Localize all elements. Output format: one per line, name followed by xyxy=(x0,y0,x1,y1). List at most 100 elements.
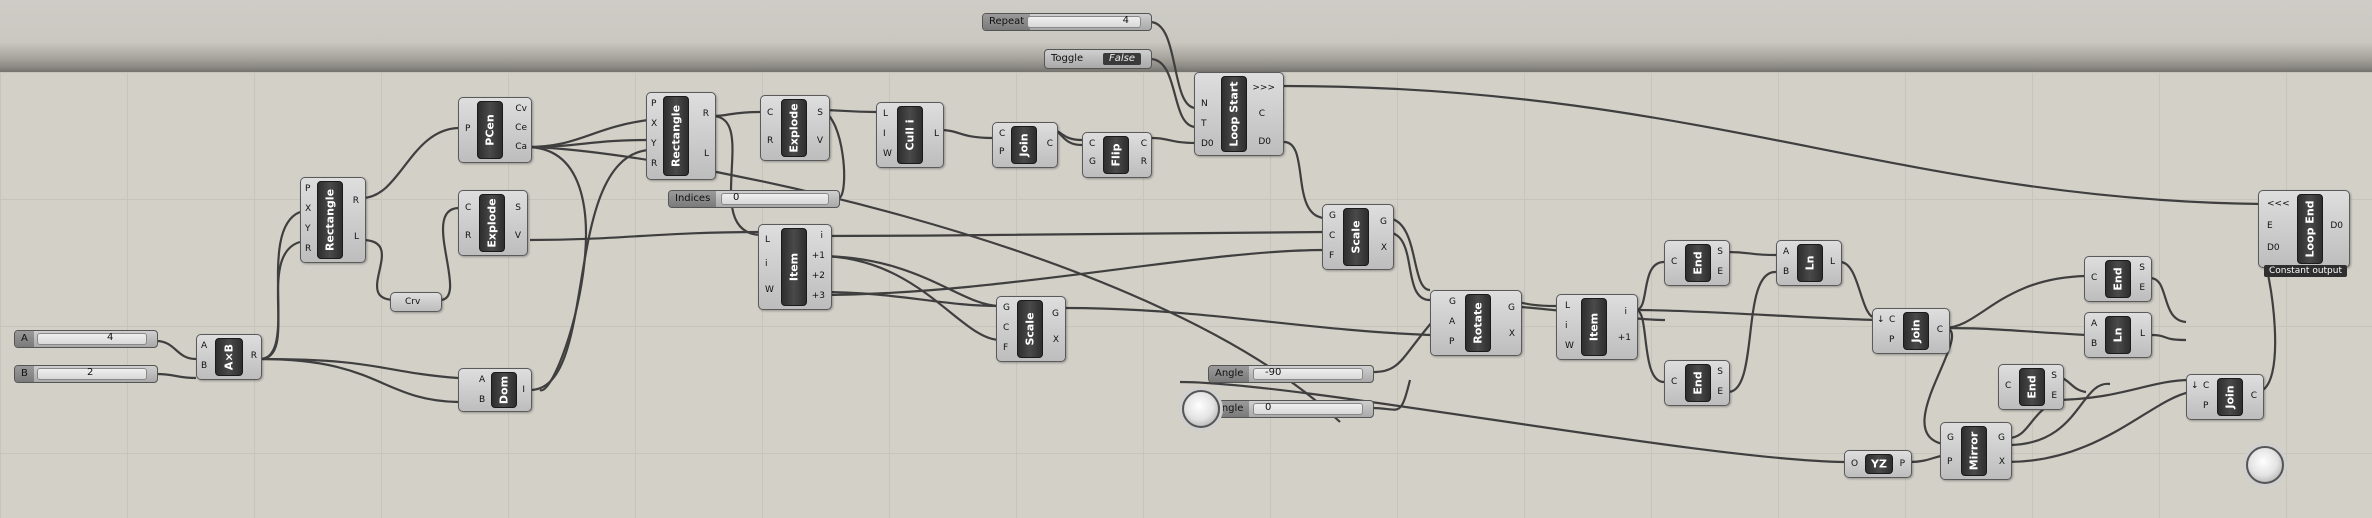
b-slider[interactable]: B 2 xyxy=(14,365,158,383)
input-pin[interactable]: C xyxy=(2203,381,2210,391)
join-curves-component[interactable]: ↓ C P Join C xyxy=(2186,374,2264,420)
output-pin[interactable]: C xyxy=(1140,139,1147,149)
angle-slider-1[interactable]: Angle -90 xyxy=(1208,365,1374,383)
end-points-component[interactable]: C End S E xyxy=(1664,240,1730,286)
input-pin[interactable]: A xyxy=(201,341,208,351)
output-pin[interactable]: V xyxy=(514,231,521,241)
a-slider[interactable]: A 4 xyxy=(14,330,158,348)
output-pin[interactable]: R xyxy=(1140,157,1147,167)
input-pin[interactable]: W xyxy=(1565,341,1574,351)
input-pin[interactable]: P xyxy=(1449,337,1455,347)
input-pin[interactable]: C xyxy=(1671,377,1678,387)
output-pin[interactable]: S xyxy=(1717,367,1723,377)
input-pin[interactable]: X xyxy=(651,119,658,129)
output-pin[interactable]: L xyxy=(1829,257,1835,267)
mirror-component[interactable]: G P Mirror G X xyxy=(1940,422,2012,480)
output-pin[interactable]: D0 xyxy=(1258,137,1271,147)
input-pin[interactable]: F xyxy=(1003,343,1009,353)
input-pin[interactable]: C xyxy=(1003,323,1010,333)
loop-start-component[interactable]: N T D0 Loop Start >>> C D0 xyxy=(1194,72,1284,156)
end-points-component[interactable]: C End S E xyxy=(1998,364,2064,410)
input-pin[interactable]: P xyxy=(999,147,1005,157)
input-pin[interactable]: P xyxy=(1889,335,1895,345)
rectangle-component[interactable]: P X Y R Rectangle R L xyxy=(300,177,366,263)
output-pin[interactable]: S xyxy=(817,108,823,118)
output-pin[interactable]: S xyxy=(515,203,521,213)
input-pin[interactable]: A xyxy=(1783,247,1790,257)
output-pin[interactable]: E xyxy=(2139,283,2145,293)
input-pin[interactable]: P xyxy=(2203,401,2209,411)
output-pin[interactable]: E xyxy=(1717,387,1723,397)
input-pin[interactable]: P xyxy=(465,124,471,134)
rotation-dial-icon[interactable] xyxy=(2246,446,2284,484)
input-pin[interactable]: B xyxy=(479,395,486,405)
output-pin[interactable]: S xyxy=(1717,247,1723,257)
explode-component[interactable]: C R Explode S V xyxy=(760,95,830,161)
input-pin[interactable]: C xyxy=(767,108,774,118)
output-pin[interactable]: R xyxy=(352,196,359,206)
input-pin[interactable]: G xyxy=(1947,433,1954,443)
input-pin[interactable]: i xyxy=(1565,321,1568,331)
line-component[interactable]: A B Ln L xyxy=(2084,312,2152,358)
input-pin[interactable]: R xyxy=(465,231,472,241)
output-pin[interactable]: G xyxy=(1998,433,2005,443)
output-pin[interactable]: C xyxy=(1258,109,1265,119)
input-pin[interactable]: B xyxy=(1783,267,1790,277)
input-pin[interactable]: C xyxy=(1089,139,1096,149)
input-pin[interactable]: A xyxy=(1449,317,1456,327)
input-pin[interactable]: C xyxy=(465,203,472,213)
input-pin[interactable]: L xyxy=(1565,301,1571,311)
output-pin[interactable]: L xyxy=(353,232,359,242)
output-pin[interactable]: S xyxy=(2051,371,2057,381)
flip-component[interactable]: C G Flip C R xyxy=(1082,132,1152,178)
list-item-component[interactable]: L i W Item i +1 +2 +3 xyxy=(758,224,832,310)
output-pin[interactable]: +1 xyxy=(811,251,825,261)
output-pin[interactable]: >>> xyxy=(1252,83,1275,93)
input-pin[interactable]: L xyxy=(765,235,771,245)
loop-end-component[interactable]: <<< E D0 Loop End D0 xyxy=(2258,190,2350,268)
input-pin[interactable]: i xyxy=(765,259,768,269)
output-pin[interactable]: Cv xyxy=(515,104,527,114)
end-points-component[interactable]: C End S E xyxy=(2084,256,2152,302)
slider-track[interactable] xyxy=(1253,403,1363,415)
output-pin[interactable]: L xyxy=(703,149,709,159)
input-pin[interactable]: N xyxy=(1201,99,1208,109)
output-pin[interactable]: P xyxy=(1899,459,1905,469)
rotate-component[interactable]: G A P Rotate G X xyxy=(1430,290,1522,356)
input-pin[interactable]: W xyxy=(765,285,774,295)
output-pin[interactable]: C xyxy=(1046,139,1053,149)
input-pin[interactable]: E xyxy=(2267,221,2273,231)
output-pin[interactable]: X xyxy=(1998,457,2005,467)
output-pin[interactable]: G xyxy=(1380,217,1387,227)
slider-track[interactable] xyxy=(1027,16,1141,28)
input-pin[interactable]: P xyxy=(1947,457,1953,467)
line-component[interactable]: A B Ln L xyxy=(1776,240,1842,286)
output-pin[interactable]: C xyxy=(1936,325,1943,335)
output-pin[interactable]: X xyxy=(1380,243,1387,253)
output-pin[interactable]: Ce xyxy=(515,123,527,133)
rectangle-component[interactable]: P X Y R Rectangle R L xyxy=(646,92,716,180)
input-pin[interactable]: P xyxy=(651,99,657,109)
slider-track[interactable] xyxy=(721,193,829,205)
input-pin[interactable]: A xyxy=(479,375,486,385)
output-pin[interactable]: R xyxy=(702,109,709,119)
output-pin[interactable]: E xyxy=(2051,391,2057,401)
input-pin[interactable]: D0 xyxy=(1201,139,1214,149)
output-pin[interactable]: Ca xyxy=(515,142,527,152)
input-pin[interactable]: T xyxy=(1201,119,1207,129)
input-pin[interactable]: C xyxy=(1889,315,1896,325)
input-pin[interactable]: R xyxy=(651,159,658,169)
input-pin[interactable]: Y xyxy=(305,224,311,234)
pcen-component[interactable]: P PCen Cv Ce Ca xyxy=(458,97,532,163)
input-pin[interactable]: F xyxy=(1329,251,1335,261)
input-pin[interactable]: O xyxy=(1851,459,1859,469)
slider-track[interactable] xyxy=(37,368,147,380)
input-pin[interactable]: C xyxy=(2005,381,2012,391)
explode-component[interactable]: C R Explode S V xyxy=(458,190,528,256)
output-pin[interactable]: R xyxy=(250,351,257,361)
input-pin[interactable]: L xyxy=(883,109,889,119)
input-pin[interactable]: G xyxy=(1449,297,1456,307)
output-pin[interactable]: D0 xyxy=(2330,221,2343,231)
toggle-boolean[interactable]: Toggle False xyxy=(1044,49,1152,69)
